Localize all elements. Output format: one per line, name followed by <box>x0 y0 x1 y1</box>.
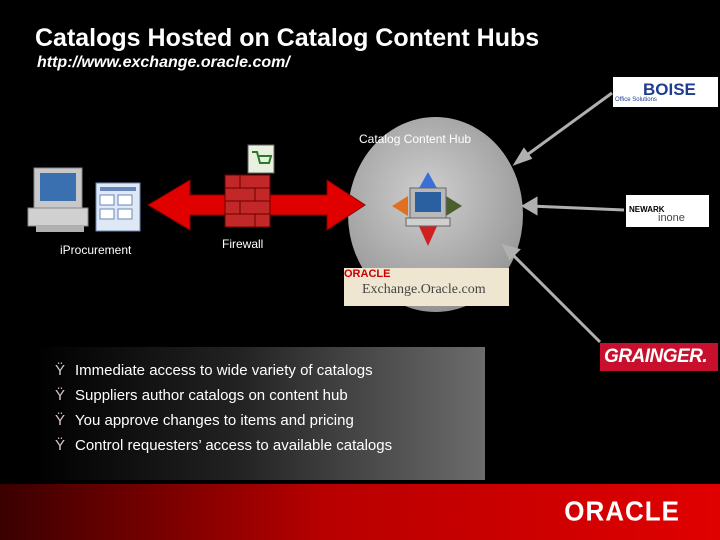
bullet-text: Immediate access to wide variety of cata… <box>75 362 373 379</box>
firewall-icon <box>224 144 275 228</box>
exchange-url[interactable]: http://www.exchange.oracle.com/ <box>37 54 290 71</box>
boise-logo-subtext: Office Solutions <box>615 97 657 103</box>
computer-icon <box>27 167 89 232</box>
slide-title: Catalogs Hosted on Catalog Content Hubs <box>35 24 540 52</box>
bullet-item: Ÿ Immediate access to wide variety of cat… <box>55 362 373 379</box>
newark-logo-text: NEWARK <box>629 205 665 214</box>
iprocurement-label: iProcurement <box>60 243 132 257</box>
exchange-oracle-brand: ORACLE <box>344 268 391 280</box>
bullet-text: Control requesters’ access to available … <box>75 437 393 454</box>
bullet-item: Ÿ You approve changes to items and pricin… <box>55 412 354 429</box>
bullet-text: You approve changes to items and pricing <box>75 412 354 429</box>
grainger-logo-text: GRAINGER. <box>604 346 708 367</box>
bullet-text: Suppliers author catalogs on content hub <box>75 387 348 404</box>
bullet-marker: Ÿ <box>55 362 66 379</box>
newark-logo: NEWARK inone <box>626 195 709 227</box>
catalog-document-icon <box>95 182 141 232</box>
supplier-arrows <box>501 91 625 344</box>
boise-logo-text: BOISE <box>643 80 696 99</box>
footer-bar <box>0 484 720 540</box>
bullet-item: Ÿ Suppliers author catalogs on content hu… <box>55 387 348 404</box>
boise-logo: BOISE Office Solutions <box>613 77 718 107</box>
bullet-marker: Ÿ <box>55 437 66 454</box>
newark-logo-subtext: inone <box>658 212 685 224</box>
firewall-label: Firewall <box>222 237 264 251</box>
exchange-oracle-logo: ORACLE Exchange.Oracle.com <box>344 268 509 306</box>
hub-label: Catalog Content Hub <box>359 132 472 146</box>
exchange-oracle-text: Exchange.Oracle.com <box>362 282 486 297</box>
bullet-panel: Ÿ Immediate access to wide variety of cat… <box>35 347 485 480</box>
hub-arrows <box>392 172 462 246</box>
hub-computer-icon <box>405 187 451 227</box>
oracle-footer-logo: ORACLE <box>564 495 680 527</box>
grainger-logo: GRAINGER. <box>600 343 718 371</box>
bullet-item: Ÿ Control requesters’ access to available… <box>55 437 392 454</box>
bullet-marker: Ÿ <box>55 387 66 404</box>
bullet-marker: Ÿ <box>55 412 66 429</box>
